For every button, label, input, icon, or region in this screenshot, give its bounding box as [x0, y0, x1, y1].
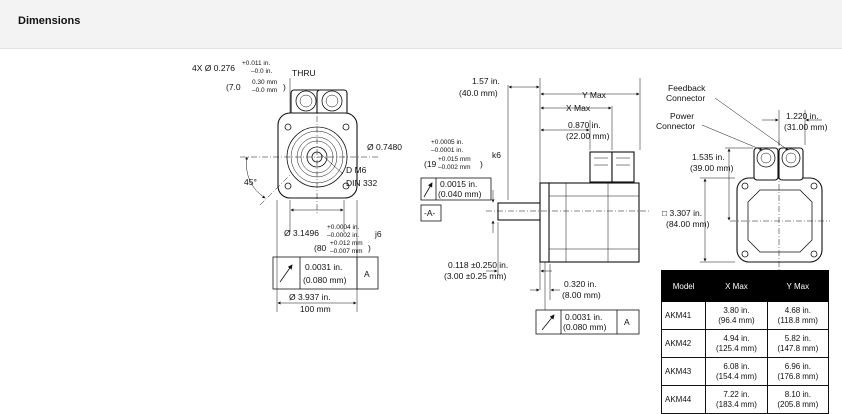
svg-text:): )	[368, 243, 371, 253]
side-view: 1.57 in. (40.0 mm) Y Max X Max 0.870 in.…	[367, 76, 650, 335]
svg-text:j6: j6	[374, 229, 382, 239]
side-conn-mm: (22.00 mm)	[566, 131, 610, 141]
table-row: AKM41 3.80 in.(96.4 mm) 4.68 in.(118.8 m…	[660, 301, 830, 330]
front-connector-right	[316, 89, 348, 117]
rear-square-mm: (84.00 mm)	[666, 219, 710, 229]
side-shaft-runout-frame	[420, 177, 492, 201]
table-cell-y: 4.68 in.(118.8 mm)	[766, 301, 830, 330]
side-perp-mm: (0.080 mm)	[563, 322, 607, 332]
svg-text:): )	[480, 159, 483, 169]
front-runout-in: 0.0031 in.	[305, 262, 342, 272]
side-offset-mm: (40.0 mm)	[459, 88, 498, 98]
rear-octagon	[747, 189, 813, 253]
front-runout-frame	[272, 256, 379, 290]
svg-text:+0.0005 in.: +0.0005 in.	[431, 139, 464, 146]
rear-feedback-label-2: Connector	[666, 93, 705, 103]
side-flange-in: 0.320 in.	[564, 279, 597, 289]
table-cell-model: AKM44	[660, 385, 707, 414]
side-body	[548, 182, 640, 263]
svg-text:(80: (80	[314, 243, 327, 253]
side-shaft-runout-in: 0.0015 in.	[440, 179, 477, 189]
svg-text:(19: (19	[424, 159, 437, 169]
section-header: Dimensions	[0, 0, 842, 49]
rear-conn-offset-mm: (31.00 mm)	[784, 122, 828, 132]
side-shaft-len-mm: (3.00 ±0.25 mm)	[444, 271, 506, 281]
side-y-max: Y Max	[582, 90, 607, 100]
svg-text:+0.012 mm: +0.012 mm	[330, 240, 363, 247]
svg-text:–0.0 in.: –0.0 in.	[251, 68, 273, 75]
rear-conn-offset-in: 1.220 in.	[786, 111, 819, 121]
side-conn-in: 0.870 in.	[568, 120, 601, 130]
table-row: AKM44 7.22 in.(183.4 mm) 8.10 in.(205.8 …	[660, 385, 830, 414]
rear-conn-height-in: 1.535 in.	[692, 152, 725, 162]
rear-conn-height-mm: (39.00 mm)	[690, 163, 734, 173]
rear-power-label-2: Connector	[656, 121, 695, 131]
svg-text:–0.0 mm: –0.0 mm	[252, 87, 277, 94]
model-dimension-table: Model X Max Y Max AKM41 3.80 in.(96.4 mm…	[660, 270, 830, 414]
table-header-row: Model X Max Y Max	[660, 270, 830, 302]
front-bolt-circle-mm: 100 mm	[300, 304, 331, 314]
rear-power-label-1: Power	[670, 111, 694, 121]
svg-text:+0.011 in.: +0.011 in.	[242, 60, 270, 67]
section-title: Dimensions	[18, 15, 81, 27]
table-cell-model: AKM42	[660, 329, 707, 358]
front-pilot-dia: Ø 3.1496	[284, 228, 319, 238]
side-datum-label: -A-	[424, 208, 436, 218]
table-cell-x: 6.08 in.(154.4 mm)	[705, 357, 768, 386]
svg-text:): )	[283, 82, 286, 92]
front-holes-label: 4X Ø 0.276	[192, 63, 235, 73]
table-cell-model: AKM41	[660, 301, 707, 330]
side-connector-1	[589, 151, 613, 183]
svg-text:k6: k6	[492, 150, 501, 160]
front-thread-label: D M6	[346, 165, 367, 175]
svg-text:DIN 332: DIN 332	[346, 178, 377, 188]
svg-text:–0.002 mm: –0.002 mm	[438, 164, 471, 171]
front-angle-label: 45°	[244, 177, 257, 187]
table-row: AKM42 4.94 in.(125.4 mm) 5.82 in.(147.8 …	[660, 329, 830, 358]
side-shaft-dia: Ø 0.7480	[367, 142, 402, 152]
rear-power-connector	[753, 147, 779, 181]
rear-feedback-label-1: Feedback	[668, 83, 706, 93]
table-header-model: Model	[660, 270, 707, 302]
front-bolt-circle-in: Ø 3.937 in.	[289, 292, 331, 302]
front-runout-datum: A	[364, 269, 370, 279]
rear-view: Feedback Connector Power Connector 1.220…	[656, 83, 830, 270]
svg-text:+0.015 mm: +0.015 mm	[438, 156, 471, 163]
table-cell-x: 7.22 in.(183.4 mm)	[705, 385, 768, 414]
table-cell-x: 4.94 in.(125.4 mm)	[705, 329, 768, 358]
front-view: 4X Ø 0.276 +0.011 in. –0.0 in. THRU (7.0…	[192, 60, 382, 314]
side-shaft	[497, 202, 543, 221]
side-shaft-runout-mm: (0.040 mm)	[438, 189, 482, 199]
svg-text:0.30 mm: 0.30 mm	[252, 79, 277, 86]
side-offset-in: 1.57 in.	[472, 76, 500, 86]
svg-text:–0.0002 in.: –0.0002 in.	[327, 232, 359, 239]
svg-text:+0.0004 in.: +0.0004 in.	[327, 224, 360, 231]
rear-flange	[736, 177, 823, 263]
side-perp-frame	[535, 309, 640, 335]
side-perp-datum: A	[624, 317, 630, 327]
table-cell-model: AKM43	[660, 357, 707, 386]
table-cell-y: 8.10 in.(205.8 mm)	[766, 385, 830, 414]
svg-text:–0.0001 in.: –0.0001 in.	[431, 147, 463, 154]
table-header-y-max: Y Max	[766, 270, 830, 302]
side-shaft-len-in: 0.118 ±0.250 in.	[448, 260, 508, 270]
side-connector-2	[611, 151, 635, 183]
side-perp-in: 0.0031 in.	[565, 312, 602, 322]
table-row: AKM43 6.08 in.(154.4 mm) 6.96 in.(176.8 …	[660, 357, 830, 386]
side-datum-frame	[420, 204, 442, 222]
rear-square-in: □ 3.307 in.	[662, 208, 702, 218]
front-runout-mm: (0.080 mm)	[303, 275, 347, 285]
svg-text:(7.0: (7.0	[226, 82, 241, 92]
table-header-x-max: X Max	[705, 270, 768, 302]
side-flange-mm: (8.00 mm)	[562, 290, 601, 300]
table-cell-y: 6.96 in.(176.8 mm)	[766, 357, 830, 386]
side-x-max: X Max	[566, 103, 591, 113]
front-thru-label: THRU	[292, 68, 316, 78]
table-cell-x: 3.80 in.(96.4 mm)	[705, 301, 768, 330]
table-cell-y: 5.82 in.(147.8 mm)	[766, 329, 830, 358]
svg-text:–0.007 mm: –0.007 mm	[330, 248, 363, 255]
